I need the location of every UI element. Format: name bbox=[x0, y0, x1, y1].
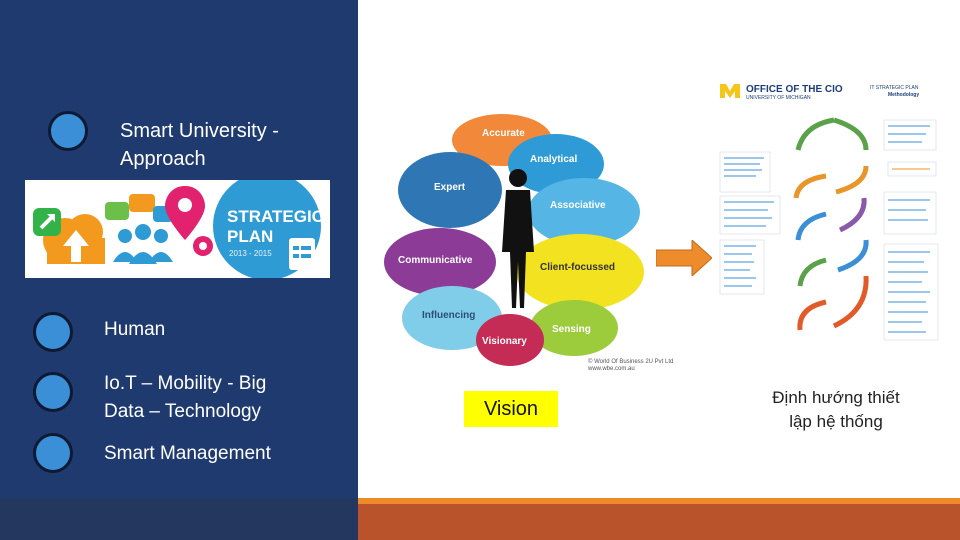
item-smart-university: Smart University - Approach bbox=[120, 117, 279, 173]
businessman-silhouette bbox=[502, 169, 534, 308]
strategic-plan-image: STRATEGIC PLAN 2013 - 2015 bbox=[25, 172, 330, 280]
bullet-circle-3 bbox=[33, 372, 73, 412]
item-line: Data – Technology bbox=[104, 401, 262, 422]
plan-years: 2013 - 2015 bbox=[229, 249, 272, 258]
vision-label-box: Vision bbox=[464, 391, 558, 427]
cio-org-subtitle: UNIVERSITY OF MICHIGAN bbox=[746, 95, 811, 101]
cio-plan-title: IT STRATEGIC PLAN bbox=[870, 85, 919, 91]
item-line: Approach bbox=[120, 148, 206, 170]
location-pin-icon bbox=[165, 186, 205, 240]
item-line: Smart University - bbox=[120, 120, 279, 142]
item-iot-mobility: Io.T – Mobility - Big Data – Technology bbox=[104, 370, 266, 426]
rust-footer-bar bbox=[358, 504, 960, 540]
bullet-circle-2 bbox=[33, 312, 73, 352]
cio-plan-subtitle: Methodology bbox=[888, 92, 919, 98]
item-human: Human bbox=[104, 319, 166, 340]
left-footer-bar bbox=[0, 498, 358, 540]
copyright-line: © World Of Business 2U Pvt Ltd bbox=[588, 359, 674, 365]
bullet-circle-1 bbox=[48, 111, 88, 151]
petal-sensing: Sensing bbox=[530, 300, 618, 356]
petal-visionary: Visionary bbox=[476, 314, 544, 366]
petal-client-focussed: Client-focussed bbox=[516, 234, 644, 310]
attributes-cloud-image: Accurate Analytical Expert Associative C… bbox=[384, 112, 656, 370]
orange-accent-bar bbox=[358, 498, 960, 504]
petal-expert: Expert bbox=[398, 152, 502, 228]
cloud-copyright: © World Of Business 2U Pvt Ltd www.wbe.c… bbox=[588, 359, 673, 373]
university-m-logo bbox=[720, 84, 740, 98]
right-bullet-lists bbox=[883, 119, 939, 341]
copyright-line: www.wbe.com.au bbox=[588, 366, 635, 372]
petal-label: Client-focussed bbox=[540, 262, 615, 273]
left-bullet-lists bbox=[719, 151, 781, 295]
direction-line: lập hệ thống bbox=[789, 412, 883, 431]
direction-line: Định hướng thiết bbox=[772, 388, 900, 407]
petal-label: Analytical bbox=[530, 154, 577, 165]
bullet-circle-4 bbox=[33, 433, 73, 473]
item-line: Io.T – Mobility - Big bbox=[104, 373, 267, 394]
methodology-cycle bbox=[793, 117, 869, 331]
cio-org-title: OFFICE OF THE CIO bbox=[746, 84, 843, 95]
petal-label: Visionary bbox=[482, 336, 527, 347]
arrow-box-icon bbox=[33, 208, 61, 236]
gear-icon bbox=[193, 236, 213, 256]
clipboard-icon bbox=[289, 238, 315, 270]
item-smart-management: Smart Management bbox=[104, 443, 271, 464]
strategic-title: STRATEGIC bbox=[227, 207, 324, 226]
users-icon bbox=[113, 224, 173, 264]
chat-bubbles-icon bbox=[105, 194, 173, 222]
petal-associative: Associative bbox=[528, 178, 640, 246]
petal-label: Expert bbox=[434, 182, 466, 193]
petal-label: Sensing bbox=[552, 324, 591, 335]
petal-label: Influencing bbox=[422, 310, 475, 321]
arrow-right-icon bbox=[656, 240, 712, 276]
cio-methodology-image: OFFICE OF THE CIO UNIVERSITY OF MICHIGAN… bbox=[716, 80, 942, 342]
petal-label: Accurate bbox=[482, 128, 525, 139]
petal-label: Associative bbox=[550, 200, 606, 211]
system-direction-text: Định hướng thiết lập hệ thống bbox=[760, 386, 912, 434]
petal-label: Communicative bbox=[398, 255, 473, 266]
petal-communicative: Communicative bbox=[384, 228, 496, 296]
plan-title: PLAN bbox=[227, 227, 273, 246]
